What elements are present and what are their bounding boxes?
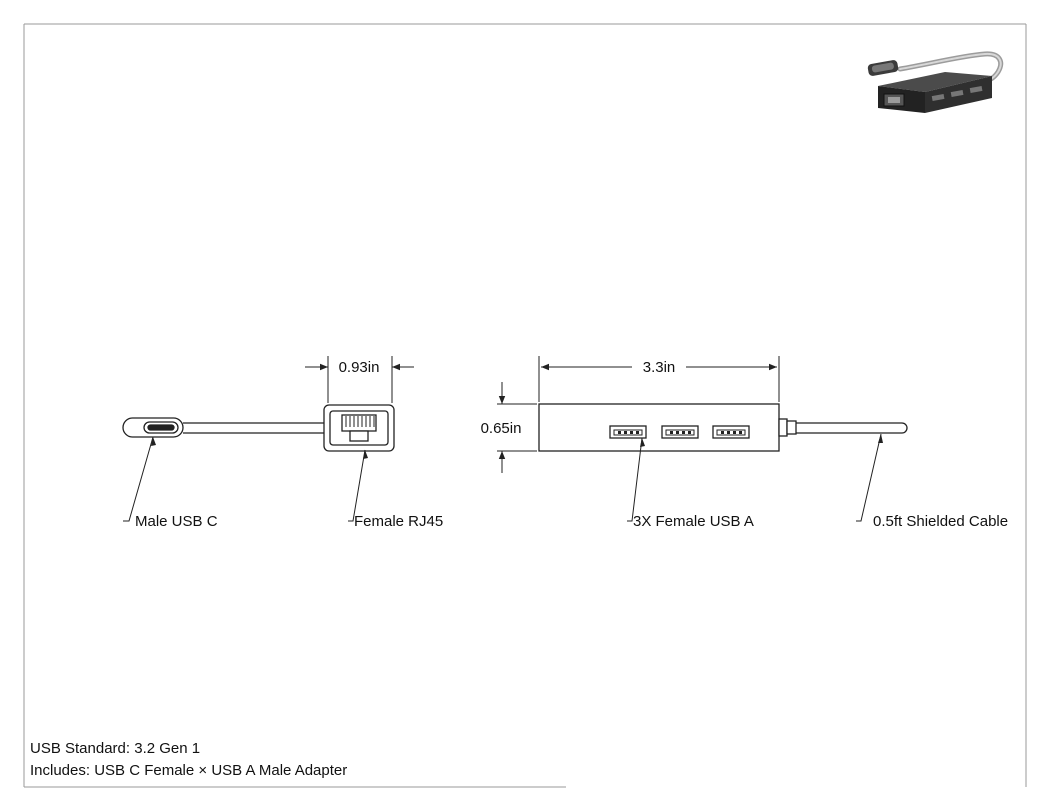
usb-a-port xyxy=(712,425,750,439)
dimension-rj45-width-label: 0.93in xyxy=(339,359,380,376)
usb-a-port xyxy=(661,425,699,439)
note-includes: Includes: USB C Female × USB A Male Adap… xyxy=(30,762,348,779)
note-usb-standard: USB Standard: 3.2 Gen 1 xyxy=(30,740,201,757)
usb-c-plug xyxy=(122,417,184,438)
callout-arrowheads xyxy=(151,434,883,459)
drawing-border xyxy=(23,23,1027,788)
dimension-hub-height xyxy=(497,382,537,473)
dimension-rj45-width xyxy=(305,356,414,403)
rj45-head xyxy=(323,404,395,452)
hub-body xyxy=(538,403,780,452)
dimension-hub-length-label: 3.3in xyxy=(643,359,676,376)
callout-cable: 0.5ft Shielded Cable xyxy=(873,513,1008,530)
dimension-hub-height-label: 0.65in xyxy=(481,420,522,437)
callout-female-rj45: Female RJ45 xyxy=(354,513,443,530)
callout-usb-a-ports: 3X Female USB A xyxy=(633,513,754,530)
strain-relief xyxy=(778,418,797,437)
dimension-hub-length xyxy=(538,356,780,402)
right-cable xyxy=(796,422,908,434)
product-thumbnail xyxy=(867,51,1004,113)
left-cable xyxy=(183,422,324,434)
callout-leaders xyxy=(123,433,882,522)
callout-male-usb-c: Male USB C xyxy=(135,513,218,530)
usb-a-port xyxy=(609,425,647,439)
